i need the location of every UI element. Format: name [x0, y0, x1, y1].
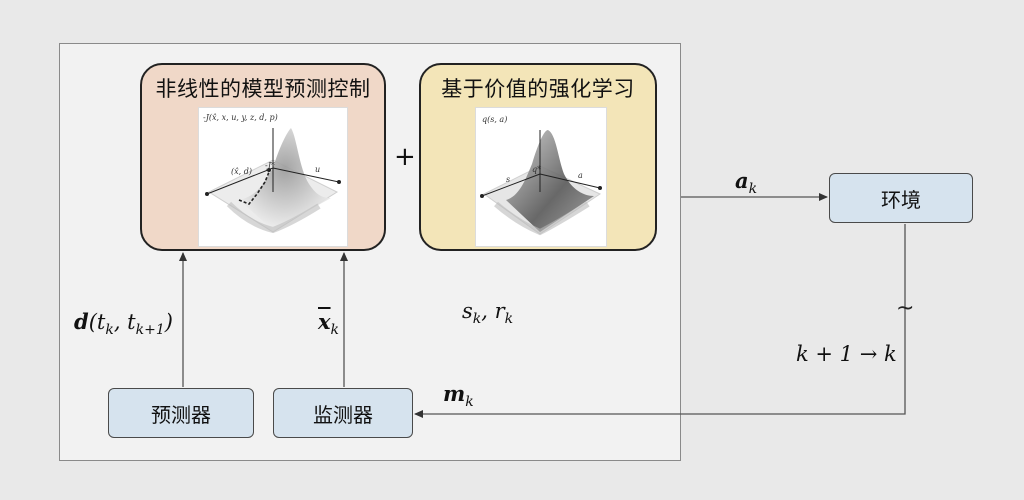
environment-block: 环境: [829, 173, 973, 223]
estimate-label: xk: [318, 309, 340, 339]
nmpc-state-label: (x̂, d): [231, 167, 252, 176]
nmpc-z-label: -J(x̂, x, u, y, z, d, p): [203, 113, 278, 122]
monitor-block: 监测器: [273, 388, 413, 438]
rl-surface-plot: q(s, a) s q* a: [475, 107, 607, 247]
state-reward-label: sk, rk: [462, 299, 514, 328]
feedback-line: [414, 224, 906, 418]
measurement-label: mk: [443, 381, 474, 411]
nmpc-module: 非线性的模型预测控制 -J(x̂, x, u, y, z, d, p): [140, 63, 386, 251]
rl-optimum-label: q*: [532, 165, 541, 174]
disturbance-label: d(tk, tk+1): [74, 309, 173, 339]
predictor-block: 预测器: [108, 388, 254, 438]
action-label: ak: [735, 168, 758, 198]
nmpc-input-label: u: [315, 165, 320, 174]
nmpc-optimum-label: -J*: [265, 161, 275, 170]
rl-module: 基于价值的强化学习 q(s, a) s: [419, 63, 657, 251]
nmpc-title: 非线性的模型预测控制: [155, 77, 371, 101]
rl-title: 基于价值的强化学习: [441, 77, 635, 101]
rl-z-label: q(s, a): [482, 115, 507, 124]
sampler-symbol: ~: [896, 296, 915, 321]
rl-action-label: a: [578, 171, 583, 180]
rl-state-label: s: [506, 175, 510, 184]
nmpc-surface-plot: -J(x̂, x, u, y, z, d, p) (x̂, d) -J* u: [198, 107, 348, 247]
time-step-label: k + 1 → k: [796, 342, 897, 366]
plus-sign: +: [394, 142, 416, 172]
